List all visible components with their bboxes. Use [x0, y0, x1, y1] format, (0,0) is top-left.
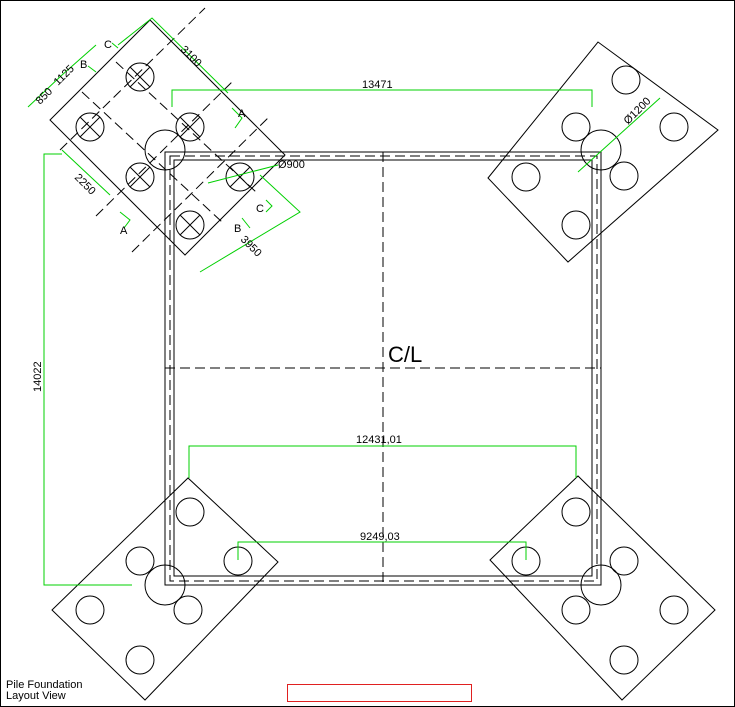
pile-crossed — [75, 112, 105, 142]
section-mark-b-top — [87, 65, 97, 73]
dimension-line-2250 — [61, 149, 111, 196]
section-label-a: A — [238, 108, 246, 120]
section-label-b: B — [80, 59, 87, 71]
pile-crossed — [175, 112, 205, 142]
dimension-line-14022 — [43, 153, 132, 586]
pedestal-circle — [580, 129, 622, 171]
pile — [75, 595, 105, 625]
section-label-c: C — [104, 39, 112, 51]
pile — [561, 112, 591, 142]
pile-crossed — [175, 210, 205, 240]
pile — [561, 595, 591, 625]
dim-14022-label: 14022 — [32, 361, 44, 392]
dim-900-label: Ø900 — [278, 159, 305, 171]
dim-13471-label: 13471 — [362, 79, 393, 91]
dim-9249-label: 9249,03 — [360, 531, 400, 543]
diameter-leader-1200 — [577, 97, 661, 173]
title-block-box[interactable] — [287, 684, 472, 702]
section-mark-a-bottom — [119, 211, 131, 229]
dim-2250-label: 2250 — [72, 172, 98, 198]
section-label-c: C — [256, 203, 264, 215]
pile-cap-top-right — [487, 41, 719, 263]
pile-cap-outline — [51, 477, 279, 701]
dimension-line-3100 — [117, 17, 229, 94]
pile — [175, 497, 205, 527]
dimension-line-850-1125 — [27, 44, 97, 108]
section-mark-a-top — [231, 107, 243, 129]
caption-line-1: Pile Foundation — [6, 679, 83, 691]
pedestal-circle — [580, 564, 622, 606]
pile-cap-bottom-right — [489, 475, 716, 701]
section-mark-c-bottom — [265, 199, 273, 213]
pile — [609, 546, 639, 576]
pile-cap-outline — [49, 19, 286, 256]
pile-crossed — [225, 162, 255, 192]
dimension-line-3950 — [199, 174, 301, 273]
pile-cap-bottom-left — [51, 477, 279, 701]
section-mark-b-bottom — [241, 217, 251, 229]
drawing-caption: Pile Foundation Layout View — [6, 680, 82, 702]
dimension-line-12431 — [188, 445, 577, 478]
pile — [561, 210, 591, 240]
dim-850-label: 850 — [34, 86, 55, 107]
grid-line-1 — [81, 91, 223, 223]
section-label-b: B — [234, 223, 241, 235]
central-frame — [164, 151, 602, 586]
dimension-line-9249 — [237, 541, 527, 560]
dim-12431-label: 12431,01 — [356, 434, 402, 446]
grid-line-4 — [95, 81, 233, 217]
section-label-a: A — [120, 225, 128, 237]
pile — [173, 595, 203, 625]
pile — [611, 65, 641, 95]
pile-crossed — [125, 62, 155, 92]
caption-line-2: Layout View — [6, 690, 66, 702]
dim-1200-label: Ø1200 — [622, 95, 654, 127]
grid-line-5 — [131, 115, 271, 253]
pile — [609, 645, 639, 675]
pile-cap-outline — [489, 475, 716, 701]
centerline-label: C/L — [388, 342, 422, 367]
pile — [125, 645, 155, 675]
dimension-line-13471 — [171, 89, 593, 107]
pedestal-circle — [144, 564, 186, 606]
pedestal-circle — [144, 129, 186, 171]
pile — [511, 162, 541, 192]
pile-cap-top-left — [27, 7, 301, 273]
pile-crossed — [125, 162, 155, 192]
pile — [659, 112, 689, 142]
diameter-leader-900 — [207, 164, 279, 184]
pile-cap-outline — [487, 41, 719, 263]
grid-line-3 — [59, 7, 206, 151]
dim-1125-label: 1125 — [52, 63, 77, 88]
section-mark-c-top — [111, 42, 119, 49]
pile — [659, 595, 689, 625]
pile — [125, 546, 155, 576]
pile — [609, 161, 639, 191]
pile — [561, 497, 591, 527]
